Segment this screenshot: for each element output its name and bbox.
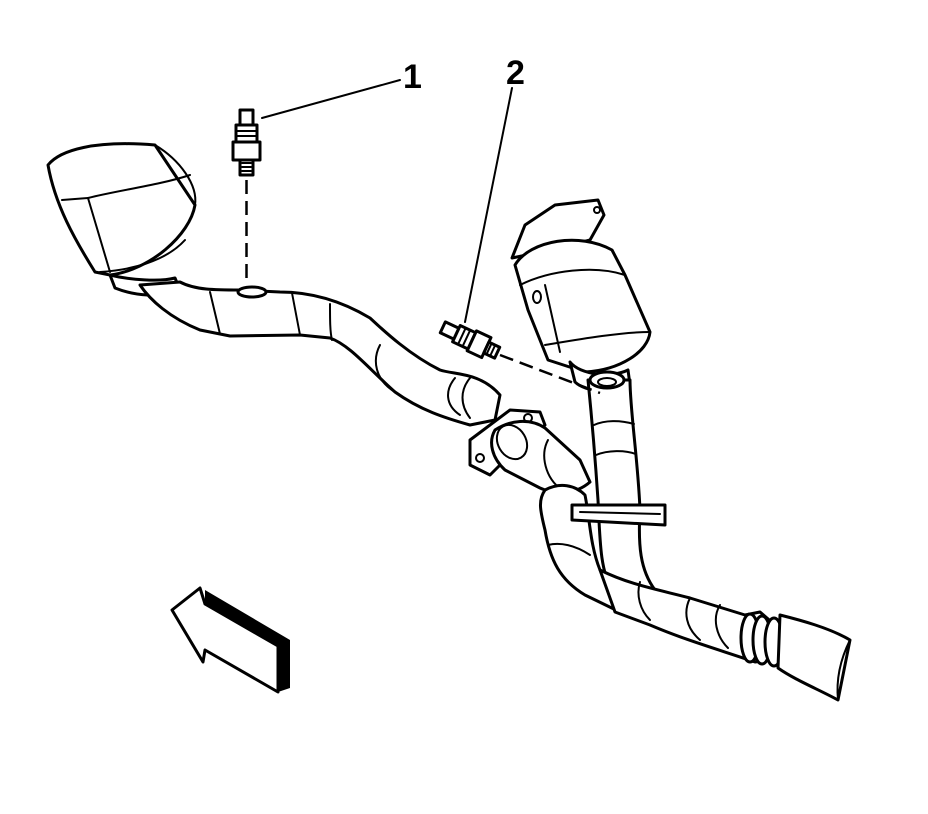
- leader-line-2: [464, 87, 513, 323]
- callout-1: 1: [403, 58, 422, 96]
- right-catalytic-converter: [510, 198, 652, 393]
- center-flange-converter: [468, 408, 592, 495]
- left-catalytic-converter: [46, 142, 197, 297]
- right-downpipe: [586, 370, 657, 612]
- leader-line-1: [261, 79, 401, 119]
- oxygen-sensor-1: [231, 108, 262, 285]
- front-direction-arrow-icon: [170, 586, 290, 694]
- callout-2: 2: [506, 54, 525, 92]
- leader-lines: [261, 79, 513, 323]
- pipe-hanger-bracket: [570, 503, 667, 527]
- rear-exhaust-pipe: [598, 568, 852, 702]
- left-exhaust-pipe: [138, 280, 502, 427]
- oxygen-sensor-2: [438, 320, 601, 395]
